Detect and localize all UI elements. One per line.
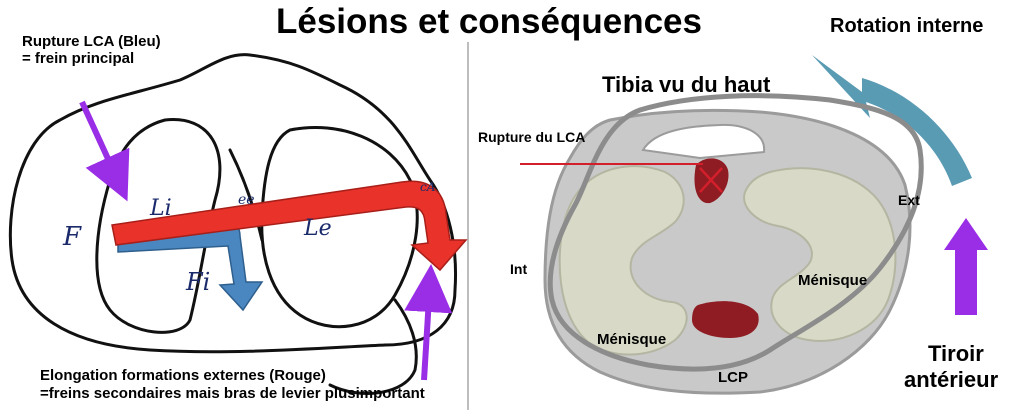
rupture-lca-note: Rupture LCA (Bleu): [22, 33, 161, 50]
elongation-note: Elongation formations externes (Rouge): [40, 367, 326, 384]
rotation-interne-label: Rotation interne: [830, 15, 984, 37]
menisque-int-label: Ménisque: [597, 331, 667, 348]
purple-arrow-top: [79, 100, 130, 202]
int-label: Int: [510, 261, 528, 277]
lower-lobe-sketch: [328, 298, 418, 395]
menisque-ext-label: Ménisque: [798, 272, 868, 289]
sketch-label-le: Le: [304, 216, 332, 241]
sketch-label-f: F: [63, 222, 82, 252]
meniscus-int-shape: [558, 165, 688, 356]
sketch-label-fi: Fi: [186, 268, 211, 296]
rupture-cross: [699, 167, 723, 193]
frein-principal-note: = frein principal: [22, 50, 135, 67]
tiroir-arrow: [944, 218, 988, 315]
lcp-ligament: [692, 301, 759, 338]
rotation-arrow: [812, 55, 972, 186]
central-ridge-sketch: [228, 148, 264, 242]
tibia-view-title: Tibia vu du haut: [602, 72, 771, 97]
purple-arrow-bottom: [404, 264, 453, 381]
meniscus-ext-shape: [743, 167, 897, 342]
tibia-outline-sketch: [8, 53, 457, 354]
sketch-label-li: Li: [150, 196, 172, 221]
freins-secondaires-note: =freins secondaires mais bras de levier …: [40, 385, 425, 402]
sketch-label-ca: cA: [420, 180, 436, 194]
ext-label: Ext: [898, 192, 920, 208]
rotated-femur-outline: [547, 93, 924, 372]
anterieur-label: antérieur: [904, 367, 999, 392]
tiroir-label: Tiroir: [928, 341, 984, 366]
page-title: Lésions et conséquences: [276, 2, 702, 41]
anterior-notch: [641, 123, 766, 160]
outer-compartment-sketch: [260, 125, 419, 329]
lcp-label: LCP: [718, 369, 748, 386]
rupture-lca-label: Rupture du LCA: [478, 129, 586, 145]
sketch-label-ee: ee: [238, 192, 255, 208]
